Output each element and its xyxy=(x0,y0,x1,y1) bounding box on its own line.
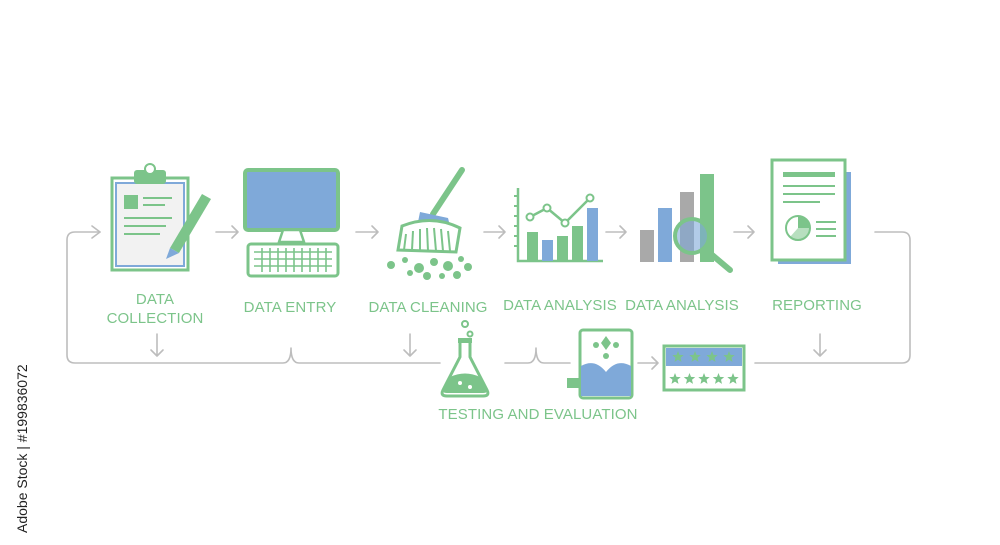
down-arrow-3 xyxy=(813,333,827,357)
arrow-cleaning xyxy=(355,225,379,239)
stage-label-data-analysis-2: DATA ANALYSIS xyxy=(625,297,739,314)
filter-icon xyxy=(567,328,634,400)
testing-bracket xyxy=(504,347,571,364)
magnifier-chart-icon xyxy=(640,174,733,273)
line-bar-chart-icon xyxy=(514,188,603,263)
report-icon xyxy=(770,158,851,264)
rating-stars-icon xyxy=(662,344,746,392)
star-icon xyxy=(712,373,725,384)
down-arrow-2 xyxy=(403,333,417,357)
star-icon xyxy=(672,351,684,362)
loop-right-line xyxy=(754,231,911,364)
star-icon xyxy=(683,373,696,384)
star-row-bottom xyxy=(669,373,739,384)
arrow-rating xyxy=(637,356,659,370)
star-icon xyxy=(669,373,681,384)
testing-evaluation-label: TESTING AND EVALUATION xyxy=(438,406,638,423)
stock-watermark-text: Adobe Stock | #199836072 xyxy=(14,364,30,533)
arrow-analysis-2 xyxy=(605,225,627,239)
arrow-analysis-1 xyxy=(483,225,506,239)
stage-label-data-entry: DATA ENTRY xyxy=(243,299,337,316)
star-icon xyxy=(723,351,735,362)
star-icon xyxy=(727,373,739,384)
stage-label-reporting: REPORTING xyxy=(772,297,862,314)
star-row-top xyxy=(672,351,735,362)
arrow-reporting xyxy=(733,225,755,239)
stage-label-data-cleaning: DATA CLEANING xyxy=(368,299,488,316)
arrow-entry xyxy=(215,225,239,239)
computer-icon xyxy=(243,168,340,278)
broom-icon xyxy=(387,167,472,280)
star-icon xyxy=(689,351,701,362)
stage-label-data-analysis-1: DATA ANALYSIS xyxy=(503,297,617,314)
loop-left-line xyxy=(66,231,441,364)
flask-icon xyxy=(440,320,490,398)
star-icon xyxy=(698,373,710,384)
loop-arrow-into-collection xyxy=(91,225,101,239)
down-arrow-1 xyxy=(150,333,164,357)
stage-label-data-collection: DATA COLLECTION xyxy=(106,291,204,327)
clipboard-icon xyxy=(110,163,211,272)
star-icon xyxy=(706,351,718,362)
connectors xyxy=(66,225,911,370)
